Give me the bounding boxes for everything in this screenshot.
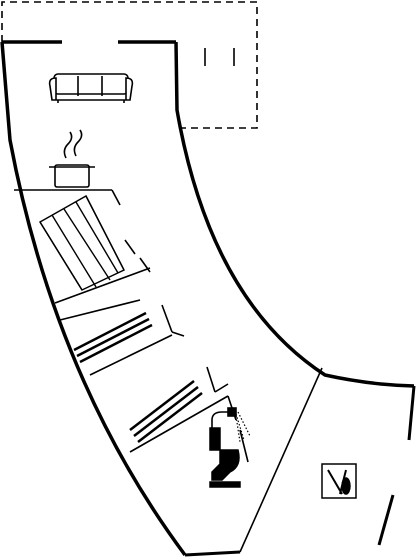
- utility-right-wall-lower: [377, 494, 395, 546]
- shower-icon: [211, 407, 251, 443]
- stair-door-jamb: [111, 189, 121, 206]
- bathroom-right-wall-2: [239, 429, 249, 463]
- outer-inner-arc-wall: [174, 41, 415, 388]
- bedroom1-door-arc: [171, 331, 185, 337]
- bedroom2-door-arc: [214, 383, 229, 393]
- bedroom-divider: [89, 334, 173, 376]
- bedroom1-top: [59, 299, 141, 321]
- stair-right-wall: [124, 239, 136, 255]
- bedroom2-door: [206, 366, 216, 393]
- interior-walls: [14, 189, 323, 553]
- bottom-wall: [184, 550, 241, 557]
- utility-wall: [239, 367, 323, 553]
- cleaning-tools-icon: [321, 463, 357, 499]
- sofa-icon: [48, 73, 134, 103]
- cooking-pot-icon: [49, 129, 95, 188]
- bedroom1-door: [161, 304, 173, 333]
- walls: [0, 40, 416, 557]
- bed-icon: [73, 311, 153, 364]
- stair-bottom: [54, 267, 151, 304]
- bed-icon-2: [129, 380, 203, 443]
- toilet-icon: [209, 427, 241, 488]
- utility-right-wall: [407, 385, 416, 441]
- outer-left-wall: [0, 41, 187, 557]
- terrace-outline: [1, 1, 258, 129]
- bathroom-wall: [129, 395, 229, 453]
- staircase-icon: [39, 195, 125, 291]
- stair-right-wall-2: [139, 257, 151, 273]
